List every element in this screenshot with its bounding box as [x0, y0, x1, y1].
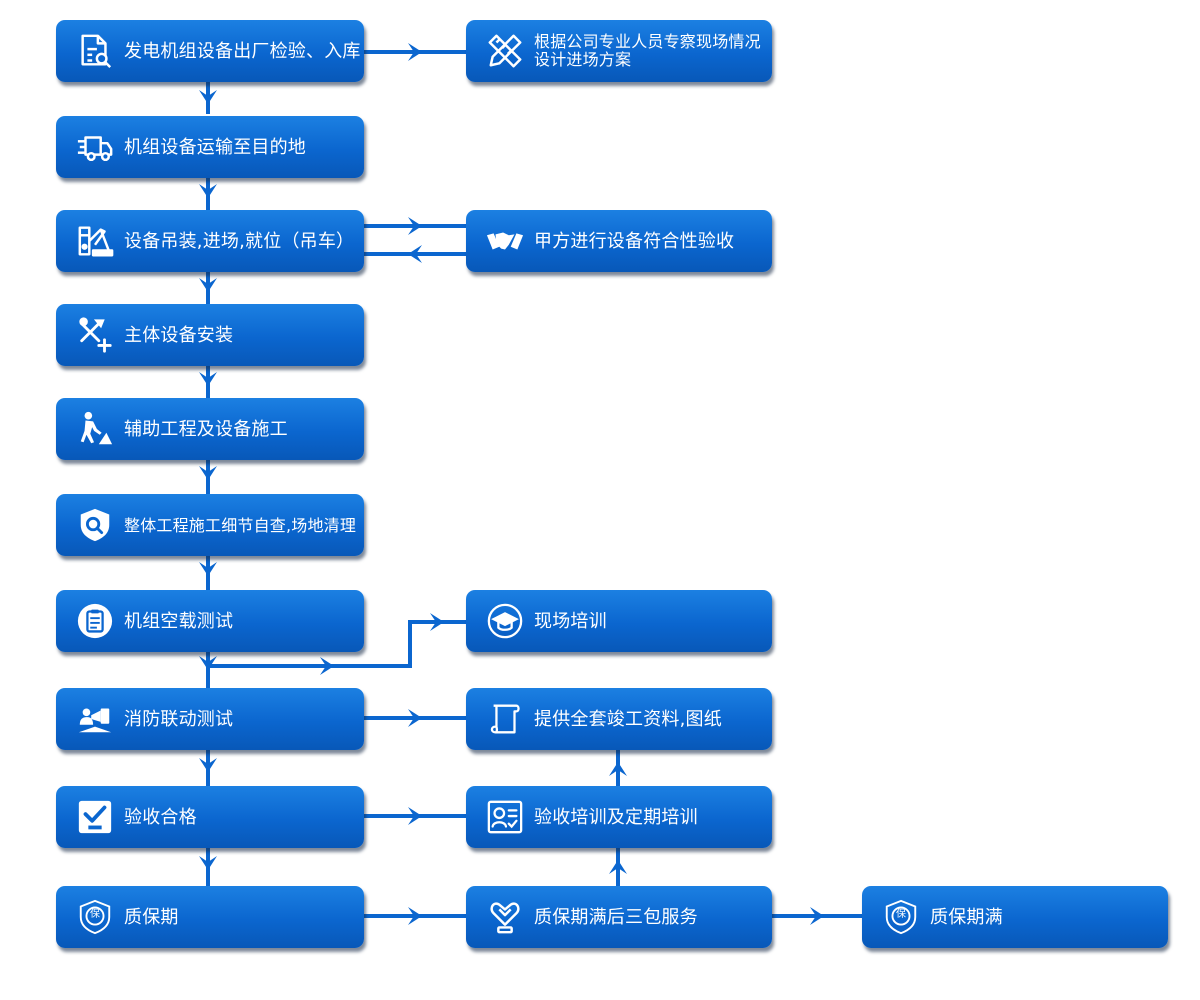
warranty-badge-text: 保: [90, 909, 100, 920]
step-label: 质保期满: [930, 906, 1003, 928]
arrow-left: [408, 245, 422, 263]
arrow-up: [609, 860, 627, 874]
shield-search-icon: [74, 504, 116, 546]
step-label: 机组设备运输至目的地: [124, 136, 306, 158]
step-label: 提供全套竣工资料,图纸: [534, 708, 722, 730]
step-label: 机组空载测试: [124, 610, 234, 632]
arrow-right: [408, 709, 422, 727]
worker-icon: [74, 408, 116, 450]
step-acceptance-training: 验收培训及定期培训: [466, 786, 772, 848]
arrow-right: [810, 907, 824, 925]
document-search-icon: [74, 30, 116, 72]
step-label: 主体设备安装: [124, 324, 234, 346]
step-warranty-period: 保 质保期: [56, 886, 364, 948]
arrow-down: [199, 466, 217, 480]
scroll-icon: [484, 698, 526, 740]
step-label: 根据公司专业人员专察现场情况 设计进场方案: [534, 33, 761, 69]
step-label: 辅助工程及设备施工: [124, 418, 288, 440]
step-client-acceptance: 甲方进行设备符合性验收: [466, 210, 772, 272]
alarm-icon: [74, 698, 116, 740]
step-label: 甲方进行设备符合性验收: [534, 230, 735, 252]
step-transport: 机组设备运输至目的地: [56, 116, 364, 178]
arrow-right: [408, 907, 422, 925]
step-self-inspection: 整体工程施工细节自查,场地清理: [56, 494, 364, 556]
step-no-load-test: 机组空载测试: [56, 590, 364, 652]
clipboard-icon: [74, 600, 116, 642]
step-label: 质保期: [124, 906, 179, 928]
step-main-installation: 主体设备安装: [56, 304, 364, 366]
handshake-icon: [484, 220, 526, 262]
truck-icon: [74, 126, 116, 168]
heart-service-icon: [484, 896, 526, 938]
step-label: 整体工程施工细节自查,场地清理: [124, 515, 357, 535]
design-tools-icon: [484, 30, 526, 72]
arrow-down: [199, 184, 217, 198]
warranty-shield-icon: 保: [74, 896, 116, 938]
step-after-warranty-service: 质保期满后三包服务: [466, 886, 772, 948]
step-label-line2: 设计进场方案: [534, 50, 632, 69]
step-label: 现场培训: [534, 610, 607, 632]
step-warranty-expired: 保 质保期满: [862, 886, 1168, 948]
arrow-down: [199, 656, 217, 670]
step-label: 质保期满后三包服务: [534, 906, 698, 928]
arrow-down: [199, 856, 217, 870]
step-fire-linkage-test: 消防联动测试: [56, 688, 364, 750]
step-completion-documents: 提供全套竣工资料,图纸: [466, 688, 772, 750]
arrow-down: [199, 562, 217, 576]
warranty-badge-text: 保: [896, 909, 906, 920]
step-label-line1: 根据公司专业人员专察现场情况: [534, 32, 761, 51]
step-auxiliary-works: 辅助工程及设备施工: [56, 398, 364, 460]
checkbox-icon: [74, 796, 116, 838]
step-site-plan: 根据公司专业人员专察现场情况 设计进场方案: [466, 20, 772, 82]
step-label: 验收培训及定期培训: [534, 806, 698, 828]
arrow-down: [199, 90, 217, 104]
arrow-right: [320, 657, 334, 675]
step-label: 消防联动测试: [124, 708, 234, 730]
graduation-cap-icon: [484, 600, 526, 642]
step-hoisting: 设备吊装,进场,就位（吊车）: [56, 210, 364, 272]
arrow-down: [199, 372, 217, 386]
step-factory-inspection: 发电机组设备出厂检验、入库: [56, 20, 364, 82]
trainer-icon: [484, 796, 526, 838]
step-label: 发电机组设备出厂检验、入库: [124, 40, 361, 62]
crane-icon: [74, 220, 116, 262]
step-acceptance-passed: 验收合格: [56, 786, 364, 848]
arrow-right: [408, 807, 422, 825]
arrow-right: [408, 217, 422, 235]
arrow-right: [430, 613, 444, 631]
warranty-shield-icon: 保: [880, 896, 922, 938]
tools-icon: [74, 314, 116, 356]
step-label: 验收合格: [124, 806, 197, 828]
arrow-up: [609, 762, 627, 776]
arrow-down: [199, 278, 217, 292]
arrow-right: [408, 43, 422, 61]
step-label: 设备吊装,进场,就位（吊车）: [124, 230, 355, 252]
arrow-down: [199, 758, 217, 772]
step-site-training: 现场培训: [466, 590, 772, 652]
